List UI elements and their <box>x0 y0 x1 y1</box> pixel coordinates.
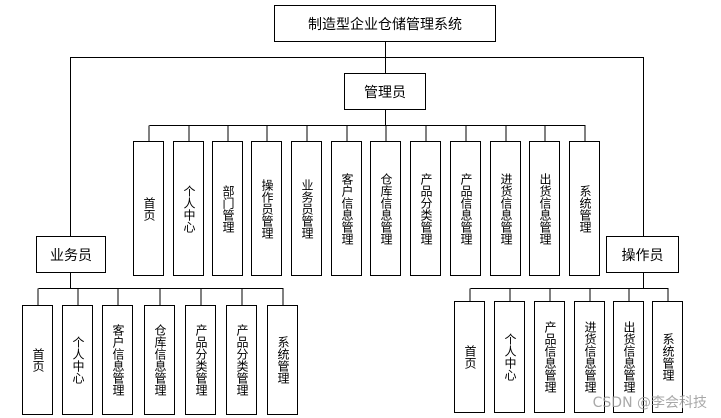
salesperson-module-label: 首页 <box>31 348 45 372</box>
salesperson-module-2: 客户信息管理 <box>102 305 133 415</box>
salesperson-module-label: 仓库信息管理 <box>153 324 167 396</box>
admin-role-label: 管理员 <box>364 84 406 101</box>
admin-module-label: 产品信息管理 <box>459 172 473 245</box>
salesperson-module-3: 仓库信息管理 <box>144 305 175 415</box>
operator-module-label: 出货信息管理 <box>622 321 636 393</box>
salesperson-module-0: 首页 <box>22 305 53 415</box>
admin-module-label: 仓库信息管理 <box>379 172 393 245</box>
admin-module-label: 客户信息管理 <box>340 172 354 245</box>
admin-module-label: 个人中心 <box>182 184 196 233</box>
salesperson-module-label: 个人中心 <box>71 336 85 384</box>
operator-module-2: 产品信息管理 <box>534 301 565 413</box>
operator-module-label: 进货信息管理 <box>583 321 597 393</box>
watermark: CSDN @李会科技 <box>592 395 707 411</box>
salesperson-module-label: 客户信息管理 <box>111 324 125 396</box>
admin-module-6: 仓库信息管理 <box>370 141 401 276</box>
admin-module-3: 操作员管理 <box>251 141 282 276</box>
operator-role-label: 操作员 <box>621 247 664 264</box>
salesperson-module-label: 产品分类管理 <box>194 324 208 396</box>
operator-role-box: 操作员 <box>606 236 679 273</box>
salesperson-module-label: 系统管理 <box>276 336 290 384</box>
admin-module-4: 业务员管理 <box>291 141 322 276</box>
salesperson-module-5: 产品分类管理 <box>226 305 257 415</box>
operator-module-1: 个人中心 <box>494 301 525 413</box>
admin-module-9: 进货信息管理 <box>490 141 521 276</box>
operator-module-label: 个人中心 <box>503 333 517 381</box>
admin-module-2: 部门管理 <box>212 141 243 276</box>
admin-module-7: 产品分类管理 <box>410 141 441 276</box>
operator-module-label: 产品信息管理 <box>543 321 557 393</box>
admin-module-8: 产品信息管理 <box>450 141 481 276</box>
operator-module-0: 首页 <box>454 301 485 413</box>
operator-module-4: 出货信息管理 <box>613 301 644 413</box>
salesperson-role-box: 业务员 <box>36 236 106 273</box>
salesperson-module-4: 产品分类管理 <box>185 305 216 415</box>
admin-module-0: 首页 <box>133 141 164 276</box>
admin-module-label: 进货信息管理 <box>499 172 513 245</box>
admin-module-label: 部门管理 <box>221 184 235 233</box>
salesperson-role-label: 业务员 <box>50 247 92 264</box>
salesperson-module-label: 产品分类管理 <box>235 324 249 396</box>
admin-module-label: 出货信息管理 <box>538 172 552 245</box>
admin-module-1: 个人中心 <box>173 141 204 276</box>
admin-role-box: 管理员 <box>344 73 426 110</box>
admin-module-label: 系统管理 <box>578 184 592 233</box>
admin-module-11: 系统管理 <box>569 141 600 276</box>
operator-module-label: 首页 <box>463 345 477 369</box>
system-title-box: 制造型企业仓储管理系统 <box>274 5 496 42</box>
admin-module-label: 操作员管理 <box>260 178 274 239</box>
operator-module-label: 系统管理 <box>661 333 675 381</box>
salesperson-module-6: 系统管理 <box>267 305 298 415</box>
admin-module-label: 产品分类管理 <box>419 172 433 245</box>
salesperson-module-1: 个人中心 <box>62 305 93 415</box>
system-title: 制造型企业仓储管理系统 <box>308 16 462 33</box>
operator-module-3: 进货信息管理 <box>574 301 605 413</box>
admin-module-5: 客户信息管理 <box>331 141 362 276</box>
operator-module-5: 系统管理 <box>652 301 683 413</box>
admin-module-label: 业务员管理 <box>300 178 314 239</box>
admin-module-label: 首页 <box>142 196 156 221</box>
admin-module-10: 出货信息管理 <box>529 141 560 276</box>
